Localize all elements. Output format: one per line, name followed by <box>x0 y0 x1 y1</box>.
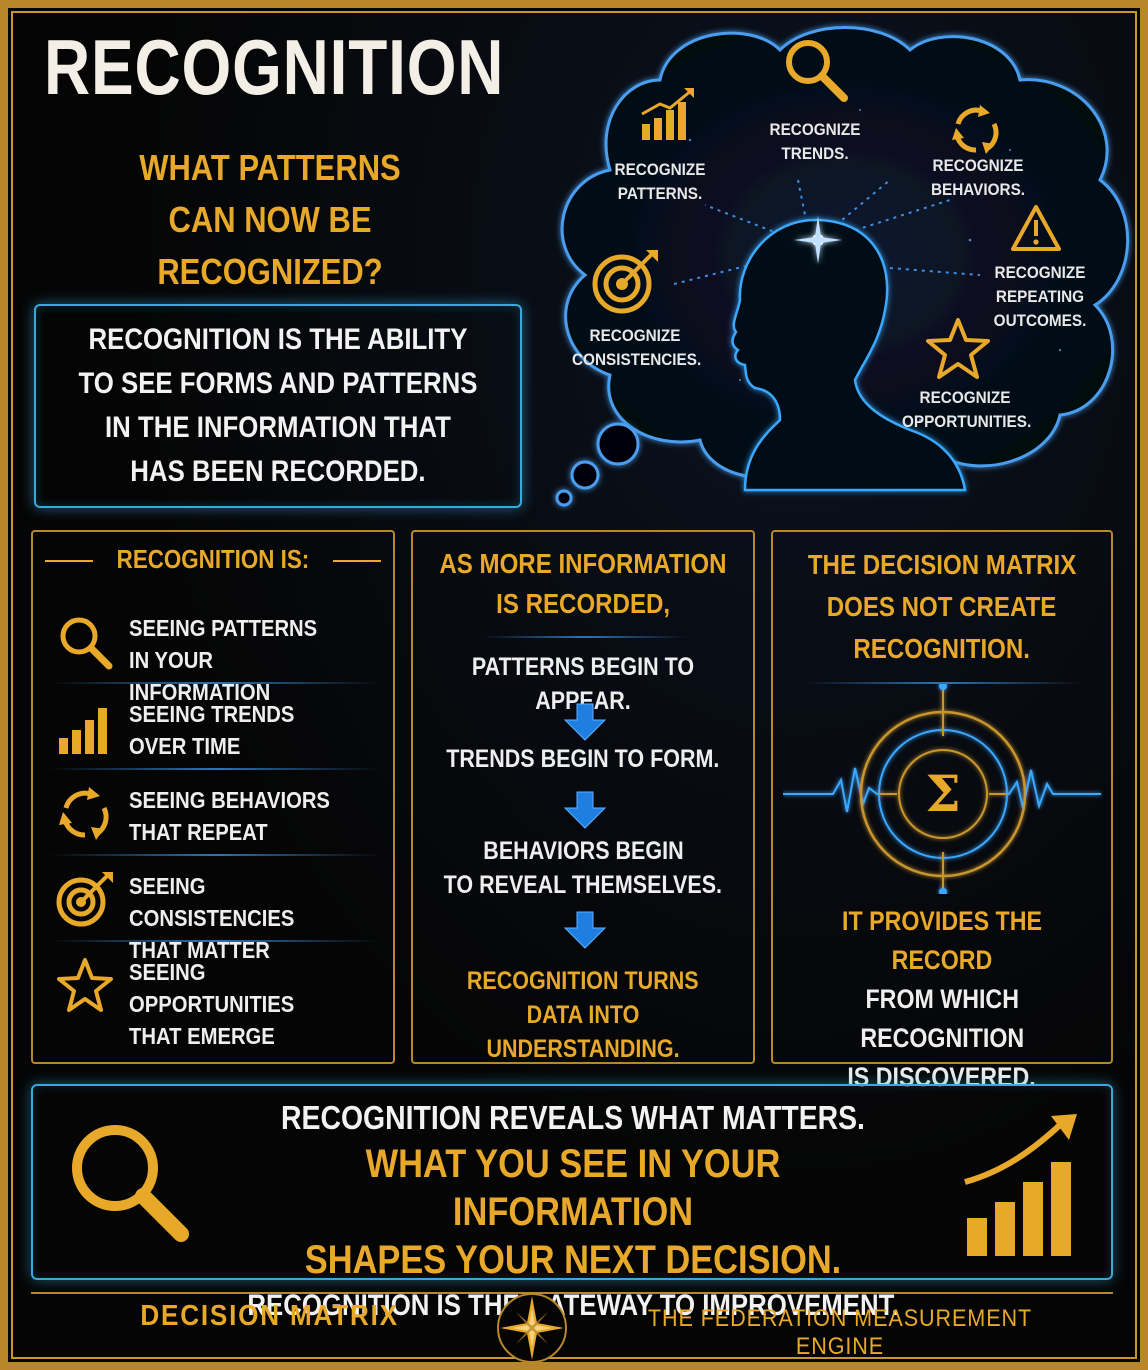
definition-box: RECOGNITION IS THE ABILITY TO SEE FORMS … <box>34 304 522 508</box>
divider <box>49 940 381 942</box>
magnifier-icon <box>786 40 848 102</box>
bar-chart-up-icon <box>641 88 694 140</box>
footer-brand: DECISION MATRIX <box>140 1300 400 1332</box>
thought-cloud-shape <box>555 26 1130 507</box>
footer-divider <box>31 1292 1113 1294</box>
warning-icon <box>1011 205 1061 251</box>
decision-matrix-panel: THE DECISION MATRIX DOES NOT CREATE RECO… <box>771 530 1113 1092</box>
magnifier-icon <box>60 617 113 670</box>
summary-box: RECOGNITION REVEALS WHAT MATTERS. WHAT Y… <box>31 1084 1113 1322</box>
cycle-arrows-icon <box>59 787 109 840</box>
target-icon <box>592 250 658 314</box>
page-title: RECOGNITION <box>44 23 505 111</box>
arrow-down-icon <box>563 911 607 949</box>
divider <box>483 636 687 638</box>
sigma-target-graphic <box>783 684 1101 894</box>
compass-star-icon <box>497 1293 567 1363</box>
divider <box>49 682 381 684</box>
panel-footer: IT PROVIDES THE RECORD FROM WHICH RECOGN… <box>841 906 1042 1092</box>
summary-line-3: SHAPES YOUR NEXT DECISION. <box>304 1238 842 1282</box>
panel-heading: AS MORE INFORMATION IS RECORDED, <box>439 548 727 619</box>
summary-line-1: RECOGNITION REVEALS WHAT MATTERS. <box>281 1099 865 1136</box>
star-icon <box>57 958 113 1012</box>
footer-tagline: THE FEDERATION MEASUREMENT ENGINE <box>647 1305 1033 1360</box>
divider <box>803 682 1083 684</box>
page-subtitle: WHAT PATTERNS CAN NOW BE RECOGNIZED? <box>139 147 401 292</box>
arrow-down-icon <box>563 791 607 829</box>
divider <box>49 768 381 770</box>
summary-line-2: WHAT YOU SEE IN YOUR INFORMATION <box>365 1142 781 1234</box>
panel-footer: RECOGNITION TURNS DATA INTO UNDERSTANDIN… <box>467 967 699 1063</box>
step-trends: TRENDS BEGIN TO FORM. <box>446 745 720 773</box>
bar-chart-icon <box>59 708 107 754</box>
panel-heading: THE DECISION MATRIX DOES NOT CREATE RECO… <box>807 549 1077 664</box>
magnifier-icon <box>72 1125 189 1242</box>
information-flow-panel: AS MORE INFORMATION IS RECORDED, PATTERN… <box>411 530 755 1064</box>
cycle-arrows-icon <box>952 105 999 154</box>
growth-chart-icon <box>964 1114 1077 1256</box>
sigma-symbol: Σ <box>925 764 961 823</box>
summary-line-4: RECOGNITION IS THE GATEWAY TO IMPROVEMEN… <box>247 1289 899 1322</box>
target-icon <box>56 872 113 927</box>
arrow-down-icon <box>563 703 607 741</box>
divider <box>49 854 381 856</box>
panel-heading: RECOGNITION IS: <box>33 544 393 575</box>
step-behaviors: BEHAVIORS BEGIN TO REVEAL THEMSELVES. <box>443 837 723 899</box>
star-icon <box>926 318 990 379</box>
